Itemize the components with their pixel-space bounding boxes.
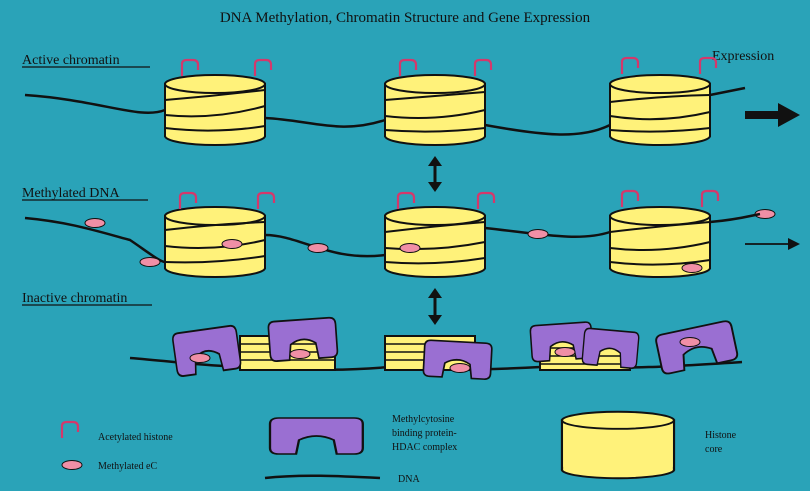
dna-strand-icon (265, 476, 380, 478)
nucleosome-methylated-3 (610, 191, 718, 277)
legend-label: core (705, 444, 723, 455)
methyl-mark (308, 244, 328, 253)
histone-core (385, 207, 485, 277)
acetyl-mark (258, 193, 274, 209)
legend: Acetylated histone Methylated eC Methylc… (62, 412, 737, 485)
diagram-title: DNA Methylation, Chromatin Structure and… (220, 10, 591, 26)
acetyl-mark (398, 193, 414, 209)
legend-acetylated-histone: Acetylated histone (62, 422, 173, 443)
acetyl-mark-icon (62, 422, 78, 438)
methyl-mark (222, 240, 242, 249)
legend-label: Methylcytosine (392, 414, 455, 425)
legend-label: Methylated eC (98, 461, 157, 472)
mbp-hdac-complex (655, 320, 738, 375)
acetyl-mark (475, 60, 491, 76)
expression-high-arrow-icon (745, 103, 800, 127)
legend-label: Acetylated histone (98, 432, 173, 443)
nucleosome-methylated-2 (385, 193, 494, 277)
legend-label: Histone (705, 430, 737, 441)
double-headed-arrow-icon (428, 156, 442, 192)
acetyl-mark (622, 58, 638, 74)
acetyl-mark (182, 60, 198, 76)
acetyl-mark (622, 191, 638, 207)
dna-strand-methylated-back (25, 218, 610, 262)
nucleosome-active-2 (385, 60, 491, 145)
expression-low-arrow-icon (745, 238, 800, 250)
legend-mbp-hdac: Methylcytosine binding protein- HDAC com… (270, 414, 457, 454)
acetyl-mark (478, 193, 494, 209)
methyl-mark (85, 219, 105, 228)
legend-dna: DNA (265, 474, 420, 485)
mbp-complex-icon (270, 418, 363, 454)
histone-core (610, 75, 710, 145)
legend-label: HDAC complex (392, 442, 457, 453)
nucleosome-methylated-1 (165, 193, 274, 277)
row-label-active: Active chromatin (22, 53, 120, 68)
double-headed-arrow-icon (428, 288, 442, 325)
acetyl-mark (702, 191, 718, 207)
histone-core (165, 207, 265, 277)
histone-core (385, 75, 485, 145)
methyl-mark (140, 258, 160, 267)
acetyl-mark (255, 60, 271, 76)
methyl-mark (400, 244, 420, 253)
mbp-hdac-complex (423, 340, 492, 379)
row-label-methylated: Methylated DNA (22, 186, 120, 201)
legend-label: binding protein- (392, 428, 457, 439)
legend-label: DNA (398, 474, 420, 485)
mbp-hdac-complex (172, 325, 241, 377)
histone-core-icon (562, 412, 674, 479)
nucleosome-active-3 (610, 58, 716, 145)
expression-label: Expression (712, 49, 774, 64)
methyl-mark (528, 230, 548, 239)
nucleosome-active-1 (165, 60, 271, 145)
methyl-mark-icon (62, 461, 82, 470)
legend-methylated-c: Methylated eC (62, 461, 157, 473)
legend-histone-core: Histone core (562, 412, 737, 479)
row-label-inactive: Inactive chromatin (22, 291, 127, 306)
mbp-hdac-complex (268, 317, 338, 361)
acetyl-mark (180, 193, 196, 209)
dna-strand-segment (710, 214, 760, 222)
methyl-mark (682, 264, 702, 273)
acetyl-mark (400, 60, 416, 76)
